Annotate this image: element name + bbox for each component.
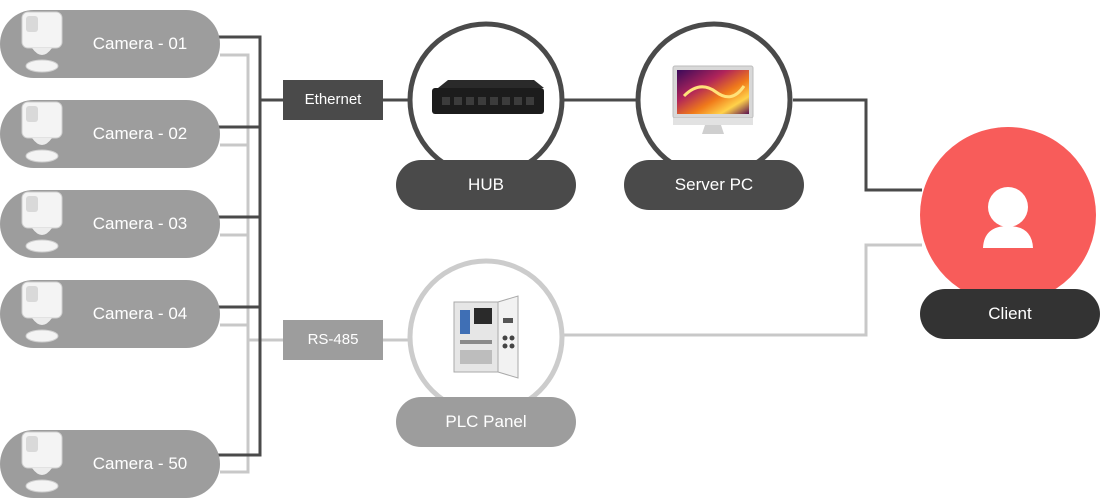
camera-04-node: Camera - 04	[0, 280, 220, 348]
ip-camera-icon	[21, 11, 63, 73]
camera-50-node: Camera - 50	[0, 430, 220, 498]
ethernet-switch-icon	[432, 80, 544, 114]
camera-label: Camera - 50	[92, 454, 188, 473]
client-label: Client	[920, 289, 1100, 339]
camera-03-node: Camera - 03	[0, 190, 220, 258]
camera-label: Camera - 02	[92, 124, 188, 143]
ip-camera-icon	[21, 191, 63, 253]
camera-02-node: Camera - 02	[0, 100, 220, 168]
user-icon	[983, 187, 1033, 248]
rs485-bus-lines	[220, 53, 922, 474]
ethernet-label: Ethernet	[283, 80, 383, 120]
camera-label: Camera - 03	[92, 214, 188, 233]
rs485-label: RS-485	[283, 320, 383, 360]
ip-camera-icon	[21, 281, 63, 343]
plc-panel-icon	[453, 295, 519, 379]
plc-panel-label: PLC Panel	[396, 397, 576, 447]
camera-label: Camera - 04	[92, 304, 188, 323]
camera-label: Camera - 01	[92, 34, 188, 53]
camera-01-node: Camera - 01	[0, 10, 220, 78]
server-pc-label: Server PC	[624, 160, 804, 210]
monitor-icon	[672, 65, 754, 134]
ip-camera-icon	[21, 101, 63, 163]
hub-label: HUB	[396, 160, 576, 210]
ethernet-bus-lines	[216, 35, 922, 457]
ip-camera-icon	[21, 431, 63, 493]
